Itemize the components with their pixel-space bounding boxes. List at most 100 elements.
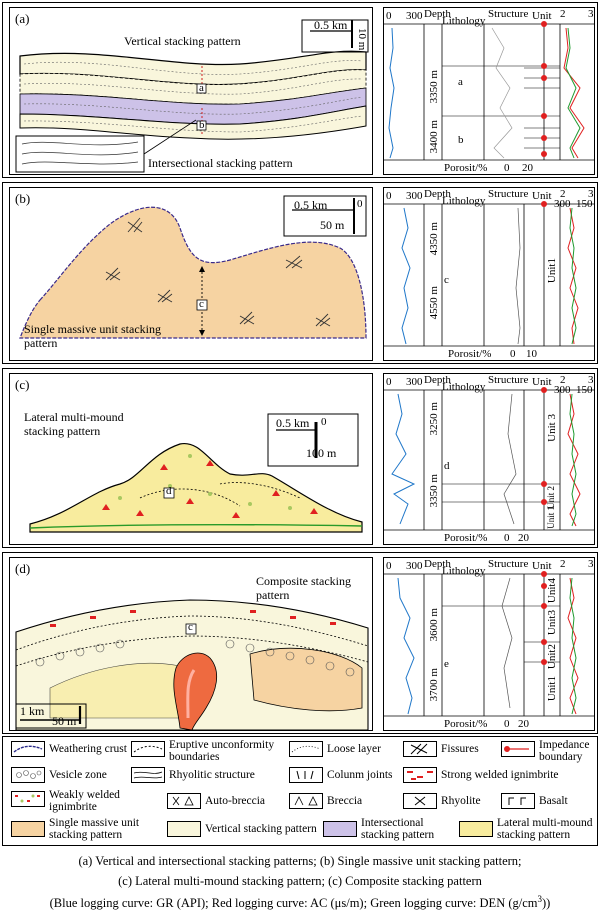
log-d-structure-header: Structure: [488, 558, 529, 570]
legend-rhyolite: Rhyolite: [441, 795, 481, 807]
scale-h-d: 1 km: [20, 704, 45, 718]
log-a-porosity-20: 20: [522, 162, 533, 174]
column-joints-icon: [289, 767, 323, 783]
log-a-gr-max: 300: [406, 10, 423, 22]
scale-h-b: 0.5 km: [294, 198, 328, 212]
log-a-lithology-header: Lithology: [442, 15, 486, 27]
panel-a-diagram: (a): [9, 7, 373, 175]
log-a-depth-header: Depth: [424, 8, 451, 20]
panel-d-cross-section: [15, 599, 369, 730]
log-b-porosity-label: Porosit/%: [448, 348, 492, 360]
panel-a: (a): [2, 2, 598, 178]
log-c-unit1: Unit 1: [546, 506, 556, 529]
log-b-porosity-0: 0: [510, 348, 516, 360]
log-c-porosity-20: 20: [518, 532, 529, 544]
log-a-den-min: 2: [560, 8, 566, 20]
legend-fissures: Fissures: [441, 743, 479, 755]
panel-d-diagram: (d) 1 km 50 m: [9, 557, 373, 731]
log-c-depth-2: 3350 m: [428, 474, 440, 508]
log-c-structure-header: Structure: [488, 374, 529, 386]
log-d-unit3: Unit3: [546, 610, 558, 636]
legend-auto-breccia: Auto-breccia: [205, 795, 266, 807]
legend-lateral-multi-mound: Lateral multi-mound stacking pattern: [497, 817, 593, 841]
log-b-frame: [384, 201, 594, 347]
panel-b: (b) 0.5 km 0 50 m c Single massive unit …: [2, 182, 598, 364]
log-d-porosity-0: 0: [504, 718, 510, 730]
panel-d-label: (d): [15, 561, 31, 576]
log-a-unit-a: a: [458, 76, 463, 88]
log-a-structure-header: Structure: [488, 8, 529, 20]
panel-b-diagram: (b) 0.5 km 0 50 m c Single massive unit …: [9, 187, 373, 361]
composite-stacking-label: Composite stacking pattern: [256, 574, 351, 602]
log-c: 0 300 Depth Lithology Structure Unit 2 3…: [383, 373, 595, 545]
log-b-gr-max: 300: [406, 190, 423, 202]
eruptive-unconformity-icon: [131, 741, 165, 757]
log-b-structure-header: Structure: [488, 188, 529, 200]
log-d-den-max: 3: [588, 558, 594, 570]
log-c-depth-header: Depth: [424, 374, 451, 386]
log-d-gr-min: 0: [386, 560, 392, 572]
log-b-depth-1: 4350 m: [428, 222, 440, 256]
impedance-boundary-icon: [501, 741, 535, 757]
log-a-depth-1: 3350 m: [428, 70, 440, 104]
single-massive-swatch: [11, 821, 45, 837]
log-a-den-max: 3: [588, 8, 594, 20]
log-b-depth-header: Depth: [424, 188, 451, 200]
log-c-porosity-label: Porosit/%: [444, 532, 488, 544]
log-a-unit-header: Unit: [532, 10, 552, 22]
scale-v-c: 100 m: [306, 446, 337, 460]
vertical-stacking-label: Vertical stacking pattern: [124, 34, 241, 48]
log-b-gr-min: 0: [386, 190, 392, 202]
caption-line-3: (Blue logging curve: GR (API); Red loggi…: [0, 894, 600, 911]
panel-c-cross-section: [29, 413, 363, 533]
marker-c-d: c: [188, 621, 193, 633]
scale-v-d: 50 m: [52, 714, 77, 728]
panel-c-diagram: (c) 0.5 km 0 100 m d Lateral multi-mound: [9, 373, 373, 545]
marker-d: d: [166, 485, 172, 497]
panel-c: (c) 0.5 km 0 100 m d Lateral multi-mound: [2, 368, 598, 548]
log-a-depth-2: 3400 m: [428, 120, 440, 154]
marker-c: c: [199, 298, 204, 310]
panel-c-label: (c): [15, 377, 30, 392]
legend-impedance-boundary: Impedance boundary: [539, 739, 590, 763]
intersectional-stacking-swatch: [323, 821, 357, 837]
log-d-unit1: Unit1: [546, 676, 558, 702]
panel-b-cross-section: [19, 195, 367, 339]
caption-line-3-prefix: (Blue logging curve: GR (API); Red loggi…: [49, 896, 538, 911]
scale-h-c: 0.5 km: [276, 416, 310, 430]
log-c-ac-300: 300: [554, 384, 571, 396]
log-b-porosity-10: 10: [526, 348, 537, 360]
log-b-ac-150: 150: [576, 198, 593, 210]
log-a-porosity-0: 0: [504, 162, 510, 174]
single-massive-label: Single massive unit stacking pattern: [24, 322, 161, 350]
log-d-lithology-header: Lithology: [442, 565, 486, 577]
legend-weathering-crust: Weathering crust: [49, 743, 127, 755]
scale-zero-b: 0: [357, 198, 363, 210]
scale-v-a: 10 m: [356, 28, 368, 51]
log-d-porosity-20: 20: [518, 718, 529, 730]
log-b-den-max: 3: [588, 188, 594, 200]
rhyolite-icon: [403, 793, 437, 809]
log-b-ac-300: 300: [554, 198, 571, 210]
log-b-unit1: Unit1: [546, 258, 558, 284]
log-c-gr-max: 300: [406, 376, 423, 388]
legend-intersectional-stacking: Intersectional stacking pattern: [361, 817, 435, 841]
log-c-unit3: Unit 3: [546, 414, 558, 442]
log-d-gr-max: 300: [406, 560, 423, 572]
log-d-depth-2: 3700 m: [428, 668, 440, 702]
log-b: 0 300 Depth Lithology Structure Unit 2 3…: [383, 187, 595, 361]
legend-weakly-welded-ignimbrite: Weakly welded ignimbrite: [49, 789, 120, 813]
scale-v-b: 50 m: [320, 218, 345, 232]
legend-strong-welded-ignimbrite: Strong welded ignimbrite: [441, 769, 559, 781]
log-a-porosity-label: Porosit/%: [444, 162, 488, 174]
log-c-porosity-0: 0: [504, 532, 510, 544]
log-b-den-min: 2: [560, 188, 566, 200]
caption-line-1: (a) Vertical and intersectional stacking…: [78, 854, 522, 868]
rhyolitic-structure-icon: [131, 767, 165, 783]
log-d: 0 300 Depth Lithology Structure Unit 2 3…: [383, 557, 595, 731]
log-b-lithology-header: Lithology: [442, 195, 486, 207]
basalt-icon: [501, 793, 535, 809]
lateral-multi-mound-label: Lateral multi-mound stacking pattern: [24, 410, 124, 438]
log-d-den-min: 2: [560, 558, 566, 570]
panel-d: (d) 1 km 50 m: [2, 552, 598, 734]
